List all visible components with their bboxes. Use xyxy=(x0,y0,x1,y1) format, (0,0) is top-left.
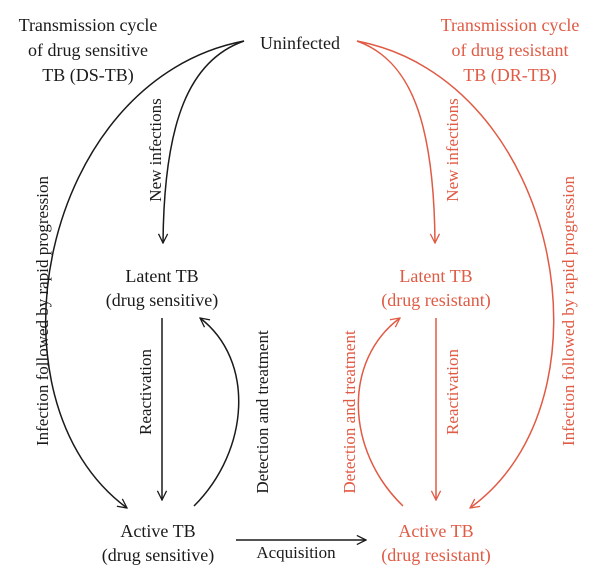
label-acquisition: Acquisition xyxy=(256,543,336,562)
label-reactivation-dr: Reactivation xyxy=(443,349,462,435)
node-active-ds-line-2: (drug sensitive) xyxy=(102,545,214,566)
title-dr-line-2: of drug resistant xyxy=(452,40,569,60)
edge-rapid-progression-ds xyxy=(44,40,245,508)
edge-new-infections-dr xyxy=(356,40,435,243)
node-latent-dr-line-2: (drug resistant) xyxy=(381,290,490,311)
edge-detection-dr xyxy=(357,318,404,507)
title-dr-line-3: TB (DR-TB) xyxy=(463,65,557,86)
node-active-dr-line-1: Active TB xyxy=(398,521,473,541)
label-rapid-progression-dr: Infection followed by rapid progression xyxy=(559,175,578,446)
node-latent-ds-line-2: (drug sensitive) xyxy=(106,290,218,311)
node-latent-ds-line-1: Latent TB xyxy=(125,266,198,286)
label-new-infections-dr: New infections xyxy=(443,98,462,201)
label-detection-dr: Detection and treatment xyxy=(340,330,359,494)
node-latent-dr-line-1: Latent TB xyxy=(399,266,472,286)
node-active-dr-line-2: (drug resistant) xyxy=(381,545,490,566)
node-latent-dr: Latent TB (drug resistant) xyxy=(381,266,490,311)
edge-detection-ds xyxy=(193,318,240,507)
node-active-ds-line-1: Active TB xyxy=(120,521,195,541)
title-ds-line-2: of drug sensitive xyxy=(28,40,148,60)
edge-new-infections-ds xyxy=(163,40,245,243)
label-new-infections-ds: New infections xyxy=(146,98,165,201)
label-rapid-progression-ds: Infection followed by rapid progression xyxy=(33,175,52,446)
title-ds-line-1: Transmission cycle xyxy=(19,15,158,35)
node-uninfected: Uninfected xyxy=(260,33,340,53)
title-ds-line-3: TB (DS-TB) xyxy=(42,65,134,86)
label-reactivation-ds: Reactivation xyxy=(136,349,155,435)
node-latent-ds: Latent TB (drug sensitive) xyxy=(106,266,218,311)
title-dr-line-1: Transmission cycle xyxy=(441,15,580,35)
title-ds-tb: Transmission cycle of drug sensitive TB … xyxy=(19,15,158,86)
node-active-ds: Active TB (drug sensitive) xyxy=(102,521,214,566)
edge-rapid-progression-dr xyxy=(356,40,555,508)
node-active-dr: Active TB (drug resistant) xyxy=(381,521,490,566)
label-detection-ds: Detection and treatment xyxy=(253,330,272,494)
title-dr-tb: Transmission cycle of drug resistant TB … xyxy=(441,15,580,86)
